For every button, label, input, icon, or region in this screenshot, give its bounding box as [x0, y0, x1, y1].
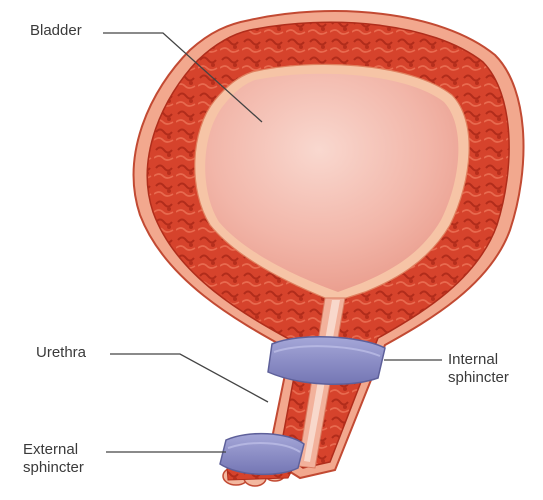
external-sphincter-label-line2: sphincter: [23, 459, 84, 477]
internal-sphincter-label-line2: sphincter: [448, 369, 509, 387]
urethra-label: Urethra: [36, 344, 86, 362]
bladder-label-text: Bladder: [30, 22, 82, 40]
external-sphincter-label-line1: External: [23, 441, 84, 459]
external-sphincter-band: [220, 434, 304, 475]
external-sphincter-label: External sphincter: [23, 441, 84, 477]
urethra-leader-line: [110, 354, 268, 402]
urethra-label-text: Urethra: [36, 344, 86, 362]
internal-sphincter-band: [268, 337, 385, 384]
internal-sphincter-label-line1: Internal: [448, 351, 509, 369]
bladder-label: Bladder: [30, 22, 82, 40]
internal-sphincter-label: Internal sphincter: [448, 351, 509, 387]
